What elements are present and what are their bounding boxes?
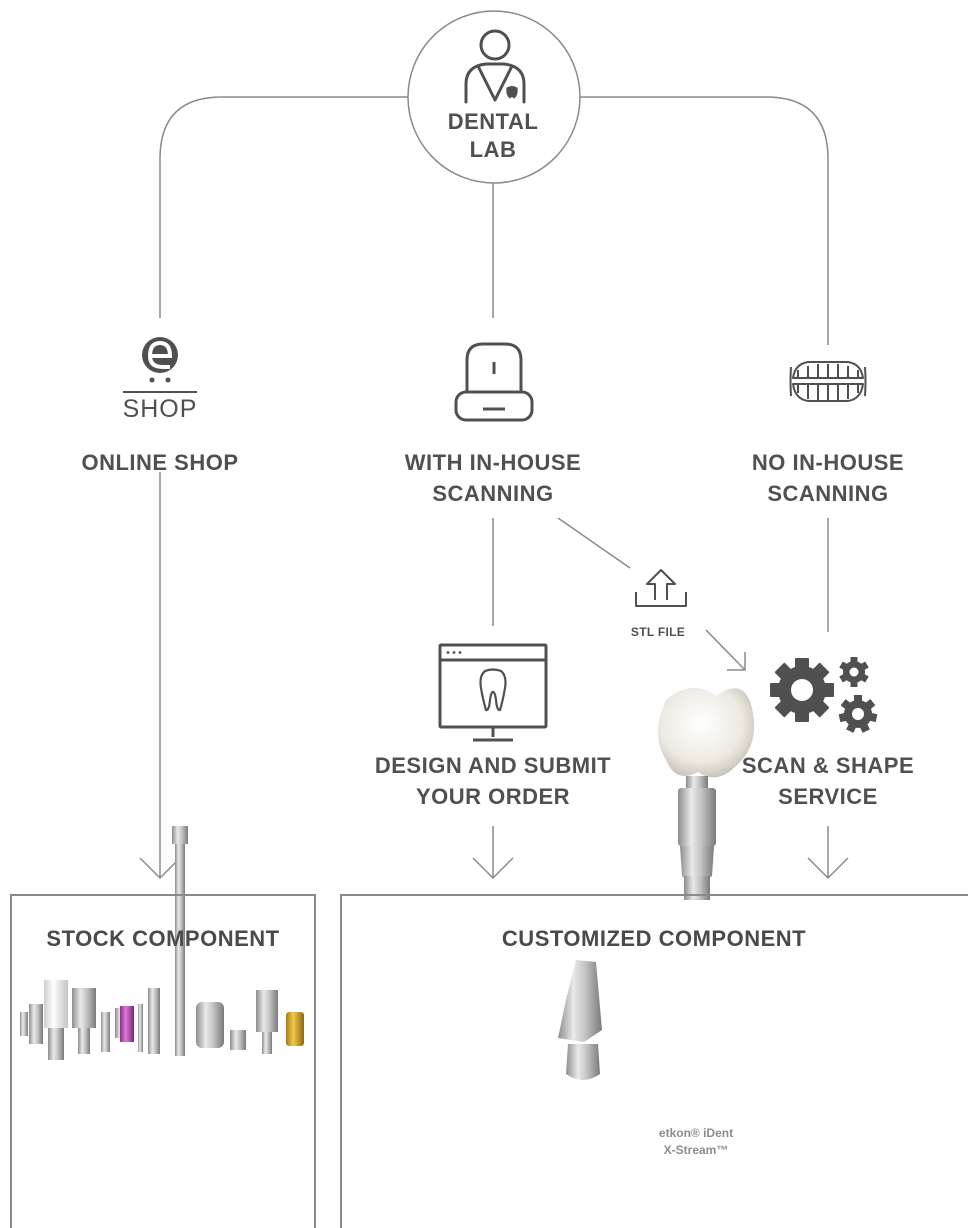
design-submit-label-line2: YOUR ORDER xyxy=(415,784,571,809)
inhouse-scanning-label-line1: WITH IN-HOUSE xyxy=(404,450,582,475)
product-caption: etkon® iDent X-Stream™ xyxy=(636,1125,756,1159)
dental-lab-label-line1: DENTAL xyxy=(447,109,539,134)
arrowhead-design xyxy=(472,857,514,880)
line-stl-lower xyxy=(705,629,746,671)
line-stl-upper xyxy=(557,517,631,569)
scan-shape-label-line2: SERVICE xyxy=(778,784,878,809)
dental-lab-label: DENTAL LAB xyxy=(418,108,568,164)
inhouse-scanning-label: WITH IN-HOUSE SCANNING xyxy=(353,447,633,509)
product-caption-line1: etkon® iDent xyxy=(658,1126,734,1140)
no-inhouse-scanning-label: NO IN-HOUSE SCANNING xyxy=(698,447,958,509)
scan-shape-label: SCAN & SHAPE SERVICE xyxy=(698,750,958,812)
product-caption-line2: X-Stream™ xyxy=(663,1143,729,1157)
arrowhead-online-shop xyxy=(139,857,181,880)
stock-component-title: STOCK COMPONENT xyxy=(46,926,280,951)
dentures-icon xyxy=(789,361,867,402)
dentist-person-icon xyxy=(464,29,526,104)
customized-component-title: CUSTOMIZED COMPONENT xyxy=(501,926,807,951)
gears-icon xyxy=(770,657,878,733)
line-hub-to-no-inhouse xyxy=(579,96,829,345)
arrowhead-stl xyxy=(727,652,746,671)
stock-components-image xyxy=(20,826,304,1060)
monitor-tooth-icon xyxy=(438,643,548,742)
no-inhouse-scanning-label-line1: NO IN-HOUSE xyxy=(751,450,905,475)
dental-lab-label-line2: LAB xyxy=(469,137,517,162)
scan-shape-label-line1: SCAN & SHAPE xyxy=(741,753,915,778)
stl-file-label: STL FILE xyxy=(630,625,686,639)
eshop-icon-text: SHOP xyxy=(122,395,198,423)
online-shop-label-line1: ONLINE SHOP xyxy=(81,450,239,475)
inhouse-scanning-label-line2: SCANNING xyxy=(432,481,554,506)
line-hub-to-online-shop xyxy=(159,96,409,318)
abutment-crown-image xyxy=(558,687,755,1080)
arrowhead-service xyxy=(807,857,849,880)
eshop-icon xyxy=(123,337,197,393)
online-shop-label: ONLINE SHOP xyxy=(40,447,280,478)
design-submit-label-line1: DESIGN AND SUBMIT xyxy=(374,753,612,778)
stock-component-box: STOCK COMPONENT xyxy=(10,894,316,1228)
scanner-icon xyxy=(454,342,534,422)
upload-icon xyxy=(635,569,687,607)
no-inhouse-scanning-label-line2: SCANNING xyxy=(767,481,889,506)
design-submit-label: DESIGN AND SUBMIT YOUR ORDER xyxy=(333,750,653,812)
connector-lines xyxy=(139,96,849,880)
customized-component-box: CUSTOMIZED COMPONENT xyxy=(340,894,968,1228)
